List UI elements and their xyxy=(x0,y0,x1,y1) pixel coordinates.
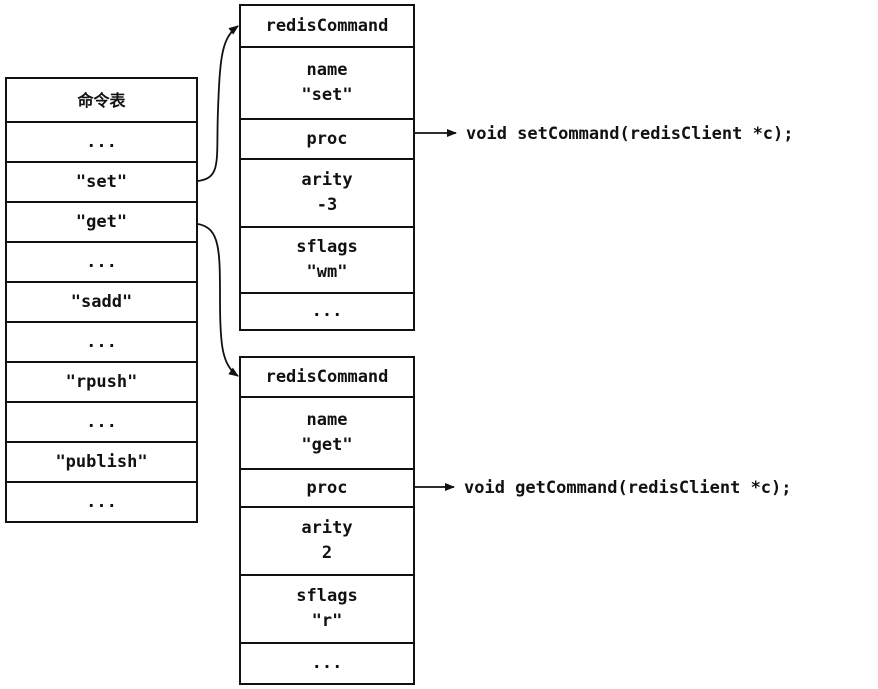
struct-header: redisCommand xyxy=(241,6,413,48)
struct-field-proc: proc xyxy=(241,120,413,160)
struct-field-arity: arity 2 xyxy=(241,508,413,576)
field-label: ... xyxy=(311,301,343,321)
get-command-struct: redisCommand name "get" proc arity 2 sfl… xyxy=(239,356,415,685)
field-label: name xyxy=(306,410,348,430)
field-label: arity xyxy=(301,518,353,538)
command-table-row-publish: "publish" xyxy=(7,443,196,483)
row-text: "rpush" xyxy=(65,371,138,392)
struct-field-ellipsis: ... xyxy=(241,644,413,683)
command-table-row-sadd: "sadd" xyxy=(7,283,196,323)
field-value: "wm" xyxy=(306,262,348,282)
set-command-struct: redisCommand name "set" proc arity -3 sf… xyxy=(239,4,415,331)
field-value: -3 xyxy=(316,195,338,215)
row-text: ... xyxy=(86,131,117,152)
command-table-row-rpush: "rpush" xyxy=(7,363,196,403)
command-table-row: ... xyxy=(7,323,196,363)
struct-field-sflags: sflags "r" xyxy=(241,576,413,644)
row-text: ... xyxy=(86,251,117,272)
command-table-row: ... xyxy=(7,403,196,443)
field-value: "set" xyxy=(301,85,353,105)
field-label: proc xyxy=(306,128,348,149)
get-entry-arrow xyxy=(197,223,239,377)
field-label: sflags xyxy=(296,586,358,606)
struct-header: redisCommand xyxy=(241,358,413,398)
command-table-row-get: "get" xyxy=(7,203,196,243)
row-text: "set" xyxy=(75,171,128,192)
set-entry-arrow xyxy=(197,25,239,182)
row-text: ... xyxy=(86,331,117,352)
struct-field-name: name "set" xyxy=(241,48,413,120)
row-text: "sadd" xyxy=(70,291,133,312)
struct-field-arity: arity -3 xyxy=(241,160,413,228)
struct-header-text: redisCommand xyxy=(265,366,389,387)
field-value: "get" xyxy=(301,435,353,455)
command-table-row: ... xyxy=(7,243,196,283)
row-text: "publish" xyxy=(55,451,148,472)
field-label: ... xyxy=(311,653,343,673)
field-label: sflags xyxy=(296,237,358,257)
get-command-function-label: void getCommand(redisClient *c); xyxy=(464,478,792,498)
command-table-row: ... xyxy=(7,123,196,163)
field-label: arity xyxy=(301,170,353,190)
struct-field-sflags: sflags "wm" xyxy=(241,228,413,294)
struct-field-name: name "get" xyxy=(241,398,413,470)
field-value: "r" xyxy=(311,611,343,631)
set-command-function-label: void setCommand(redisClient *c); xyxy=(466,124,794,144)
struct-header-text: redisCommand xyxy=(265,15,389,36)
row-text: ... xyxy=(86,491,117,512)
row-text: "get" xyxy=(75,211,128,232)
struct-field-ellipsis: ... xyxy=(241,294,413,329)
command-table: 命令表 ... "set" "get" ... "sadd" ... "rpus… xyxy=(5,77,198,523)
field-value: 2 xyxy=(321,543,333,563)
row-text: ... xyxy=(86,411,117,432)
command-table-row: ... xyxy=(7,483,196,521)
struct-field-proc: proc xyxy=(241,470,413,508)
command-table-title-text: 命令表 xyxy=(77,90,126,110)
command-table-title: 命令表 xyxy=(7,79,196,123)
field-label: proc xyxy=(306,477,348,498)
field-label: name xyxy=(306,60,348,80)
command-table-row-set: "set" xyxy=(7,163,196,203)
